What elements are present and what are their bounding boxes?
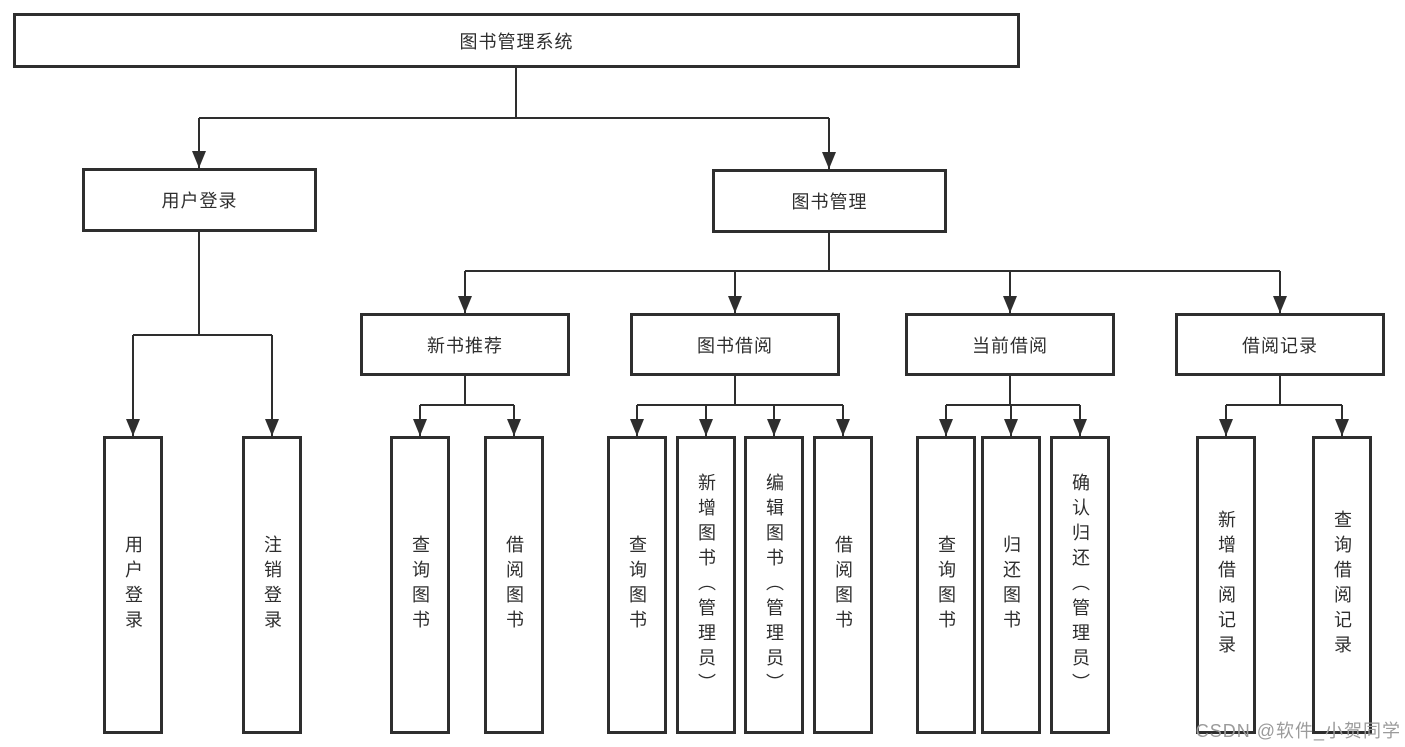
node-current: 当前借阅 (905, 313, 1115, 376)
leaf-user-login: 用户登录 (103, 436, 163, 734)
leaf-label: 查询图书 (936, 535, 956, 635)
node-records-label: 借阅记录 (1242, 335, 1318, 356)
leaf-label: 确认归还（管理员） (1070, 472, 1090, 698)
node-root: 图书管理系统 (13, 13, 1020, 68)
leaf-edit-books-admin: 编辑图书（管理员） (744, 436, 804, 734)
connector-user-login-leaves (126, 228, 279, 436)
leaf-label: 查询图书 (410, 535, 430, 635)
leaf-label: 查询借阅记录 (1332, 510, 1352, 660)
connector-new-books-leaves (413, 372, 521, 436)
leaf-return-books: 归还图书 (981, 436, 1041, 734)
node-borrow-label: 图书借阅 (697, 335, 773, 356)
leaf-confirm-return-admin: 确认归还（管理员） (1050, 436, 1110, 734)
leaf-label: 用户登录 (123, 535, 143, 635)
node-current-label: 当前借阅 (972, 335, 1048, 356)
leaf-label: 借阅图书 (504, 535, 524, 635)
node-new-books-label: 新书推荐 (427, 335, 503, 356)
leaf-label: 归还图书 (1001, 535, 1021, 635)
node-root-label: 图书管理系统 (459, 31, 574, 52)
leaf-label: 查询图书 (627, 535, 647, 635)
connector-records-leaves (1219, 372, 1349, 436)
leaf-borrow-books-new: 借阅图书 (484, 436, 544, 734)
node-user-login-label: 用户登录 (161, 191, 238, 211)
leaf-query-borrow-record: 查询借阅记录 (1312, 436, 1372, 734)
connector-book-mgmt-to-level3 (458, 229, 1287, 313)
leaf-query-books-current: 查询图书 (916, 436, 976, 734)
leaf-label: 注销登录 (262, 535, 282, 635)
connector-root-to-level2 (192, 62, 836, 169)
connector-borrow-leaves (630, 372, 850, 436)
leaf-borrow-books: 借阅图书 (813, 436, 873, 734)
csdn-watermark: CSDN @软件_小贺同学 (1195, 721, 1401, 741)
node-book-mgmt: 图书管理 (712, 169, 947, 233)
leaf-add-books-admin: 新增图书（管理员） (676, 436, 736, 734)
leaf-add-borrow-record: 新增借阅记录 (1196, 436, 1256, 734)
connector-group (126, 62, 1349, 436)
leaf-query-books-new: 查询图书 (390, 436, 450, 734)
leaf-label: 新增图书（管理员） (696, 472, 716, 698)
leaf-query-books: 查询图书 (607, 436, 667, 734)
leaf-label: 借阅图书 (833, 535, 853, 635)
node-new-books: 新书推荐 (360, 313, 570, 376)
node-borrow: 图书借阅 (630, 313, 840, 376)
node-records: 借阅记录 (1175, 313, 1385, 376)
leaf-label: 编辑图书（管理员） (764, 472, 784, 698)
connector-current-leaves (939, 372, 1087, 436)
leaf-label: 新增借阅记录 (1216, 510, 1236, 660)
node-book-mgmt-label: 图书管理 (791, 192, 868, 212)
node-user-login: 用户登录 (82, 168, 317, 232)
leaf-logout: 注销登录 (242, 436, 302, 734)
